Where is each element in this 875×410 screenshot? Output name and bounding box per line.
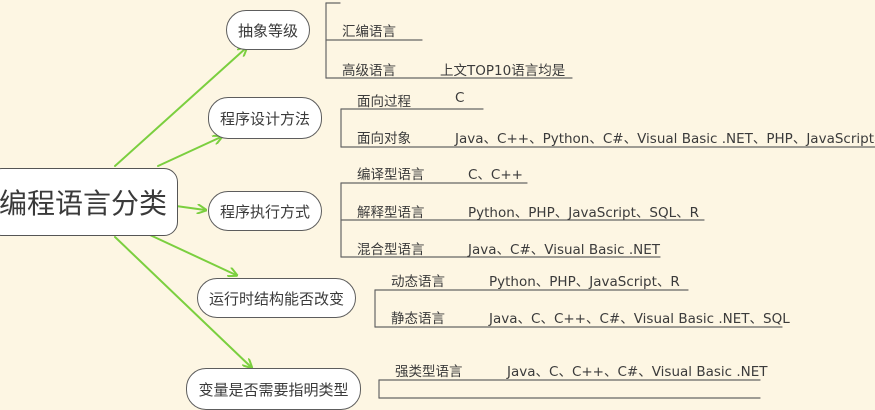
root-node[interactable]: 编程语言分类 [0, 168, 178, 236]
branch-node-execution[interactable]: 程序执行方式 [208, 191, 322, 231]
leaf-value-compiled: C、C++ [468, 167, 523, 183]
branch-node-abstraction[interactable]: 抽象等级 [226, 10, 310, 50]
leaf-value-dynamic: Python、PHP、JavaScript、R [489, 274, 680, 290]
leaf-label-hybrid[interactable]: 混合型语言 [357, 242, 425, 258]
branch-arrow-1 [157, 137, 221, 167]
mind-map-connectors [114, 2, 875, 399]
leaf-label-strong-typed[interactable]: 强类型语言 [395, 364, 463, 380]
leaf-label-dynamic[interactable]: 动态语言 [391, 274, 445, 290]
branch-label: 变量是否需要指明类型 [198, 380, 349, 399]
root-label: 编程语言分类 [0, 187, 167, 220]
leaf-label-object-oriented[interactable]: 面向对象 [357, 131, 411, 147]
leaf-label-static[interactable]: 静态语言 [391, 311, 445, 327]
leaf-value-strong-typed: Java、C、C++、C#、Visual Basic .NET [507, 364, 768, 380]
leaf-value-high-level: 上文TOP10语言均是 [440, 63, 566, 79]
leaf-label-procedural[interactable]: 面向过程 [357, 94, 411, 110]
leaf-label-high-level[interactable]: 高级语言 [342, 63, 396, 79]
branch-arrow-3 [149, 234, 236, 275]
branch-node-design-method[interactable]: 程序设计方法 [208, 97, 322, 139]
branch-label: 程序执行方式 [219, 202, 310, 221]
leaf-value-hybrid: Java、C#、Visual Basic .NET [468, 242, 661, 258]
branch-label: 程序设计方法 [219, 109, 310, 128]
leaf-label-compiled[interactable]: 编译型语言 [357, 167, 425, 183]
branch-arrow-4 [114, 236, 251, 367]
leaf-value-interpreted: Python、PHP、JavaScript、SQL、R [468, 205, 699, 221]
branch-label: 运行时结构能否改变 [208, 289, 344, 308]
leaf-value-procedural: C [455, 90, 465, 106]
branch-label: 抽象等级 [237, 21, 298, 40]
branch-node-typing[interactable]: 变量是否需要指明类型 [186, 368, 361, 410]
branch-arrow-0 [114, 48, 246, 167]
leaf-value-object-oriented: Java、C++、Python、C#、Visual Basic .NET、PHP… [455, 131, 875, 147]
leaf-label-assembly[interactable]: 汇编语言 [342, 24, 396, 40]
branch-node-runtime-structure[interactable]: 运行时结构能否改变 [197, 278, 356, 318]
leaf-label-interpreted[interactable]: 解释型语言 [357, 205, 425, 221]
branch-arrow-2 [175, 206, 205, 210]
leaf-value-static: Java、C、C++、C#、Visual Basic .NET、SQL [489, 311, 790, 327]
